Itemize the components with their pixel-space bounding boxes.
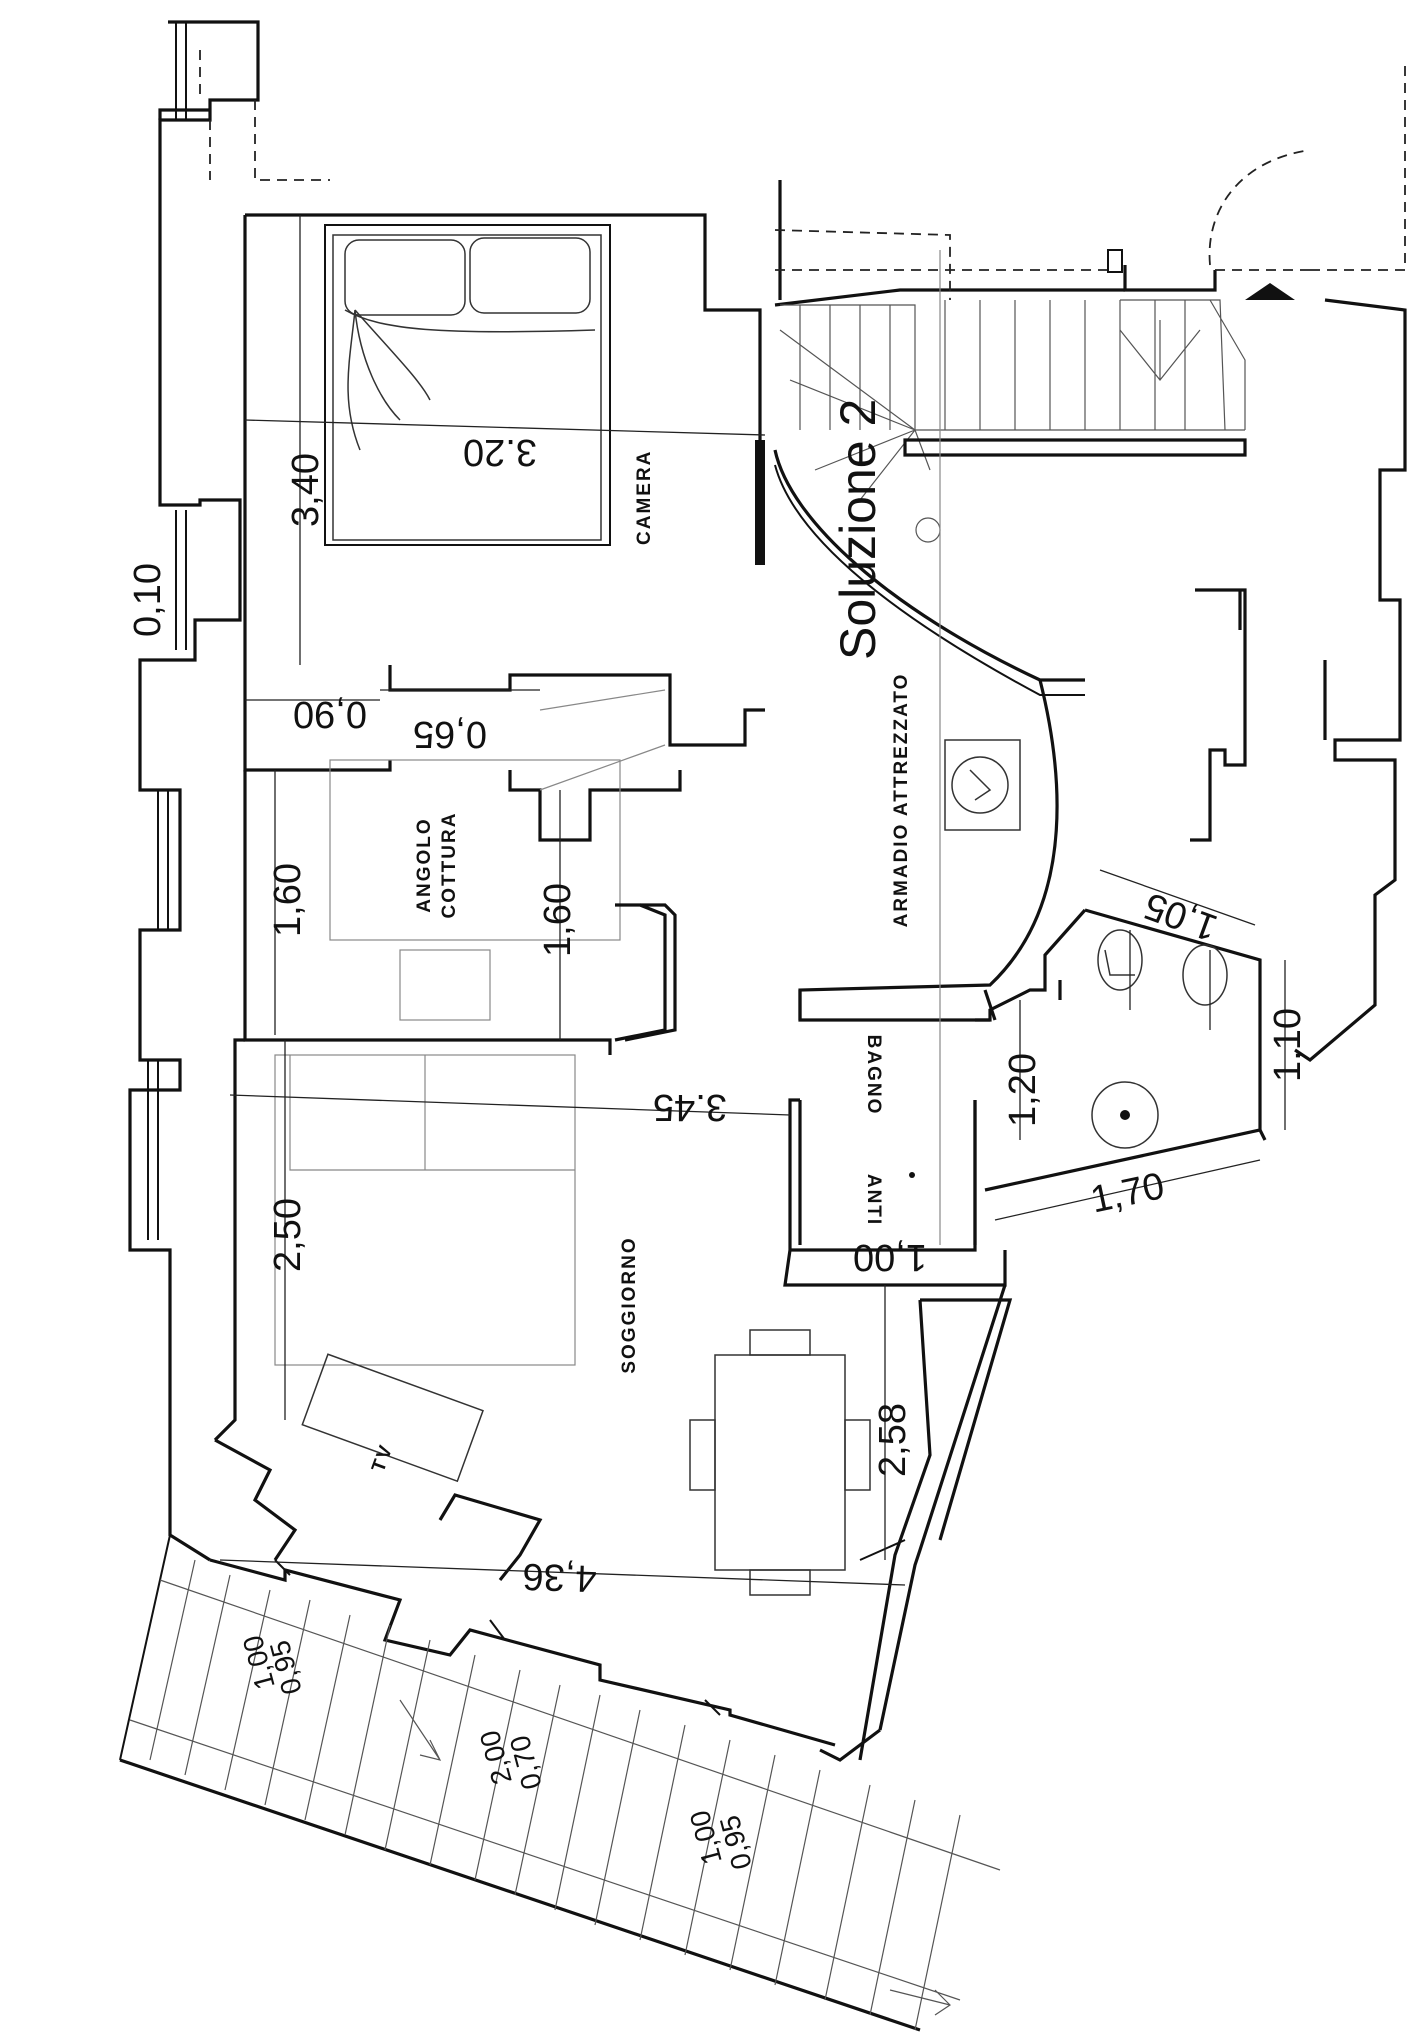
room-label-angolo: ANGOLO — [414, 817, 435, 912]
dim-camera-width: 3.20 — [463, 431, 537, 473]
camera-door — [755, 440, 765, 565]
label-tv: TV — [368, 1441, 397, 1475]
window-2-height: 0,70 — [504, 1732, 548, 1793]
dim-niche-b: 0,65 — [413, 713, 487, 755]
window-1-height: 0,95 — [264, 1637, 308, 1698]
room-label-anti: ANTI — [863, 1174, 884, 1226]
room-label-bagno: BAGNO — [863, 1035, 884, 1116]
window-3-height: 0,95 — [714, 1812, 758, 1873]
dim-partial-top: 0,10 — [127, 563, 169, 637]
plan-title: Soluzione 2 — [830, 399, 886, 660]
room-label-cottura: COTTURA — [439, 812, 460, 919]
spiral-stair-curve — [773, 449, 1085, 682]
entrance-arrow-icon — [1245, 283, 1295, 300]
outer-walls — [128, 20, 1407, 1762]
balcony-door-wall — [858, 1299, 932, 1761]
dining-table — [689, 1329, 871, 1596]
dim-bath-width: 1,70 — [1087, 1165, 1168, 1221]
dim-living-width: 3.45 — [653, 1086, 727, 1128]
dim-bath-wc: 1,05 — [1139, 884, 1223, 949]
dim-living-bottom: 4,36 — [522, 1555, 597, 1600]
dim-antibagno: 1,00 — [853, 1236, 927, 1278]
boiler-box — [944, 739, 1021, 831]
column — [1107, 249, 1123, 273]
bathroom-fixtures — [909, 929, 1228, 1178]
dim-living-length: 2,50 — [267, 1198, 309, 1272]
bed — [324, 224, 611, 546]
wardrobe-arc — [798, 679, 1059, 1020]
room-label-soggiorno: SOGGIORNO — [619, 1236, 640, 1373]
dashed-outlines — [199, 50, 1406, 300]
exterior-stairs — [119, 1534, 1001, 2032]
dim-living-side: 2,58 — [872, 1403, 914, 1477]
dim-kitchen-1: 1,60 — [267, 863, 309, 937]
spiral-stair-curve-inner — [774, 464, 1085, 696]
room-label-armadio: ARMADIO ATTREZZATO — [891, 673, 912, 928]
dim-kitchen-2: 1,60 — [537, 883, 579, 957]
dimension-lines — [219, 215, 1286, 1586]
dim-bath-height: 1,20 — [1002, 1053, 1044, 1127]
tv-cabinet — [301, 1353, 484, 1483]
sofa — [274, 1054, 576, 1366]
kitchen-fittings — [329, 689, 667, 1042]
staircase — [779, 299, 1247, 543]
dim-niche-a: 0,90 — [293, 693, 367, 735]
room-label-camera: CAMERA — [634, 450, 655, 545]
dim-bath-side: 1,10 — [1267, 1008, 1309, 1082]
dim-camera-length: 3,40 — [285, 453, 327, 527]
